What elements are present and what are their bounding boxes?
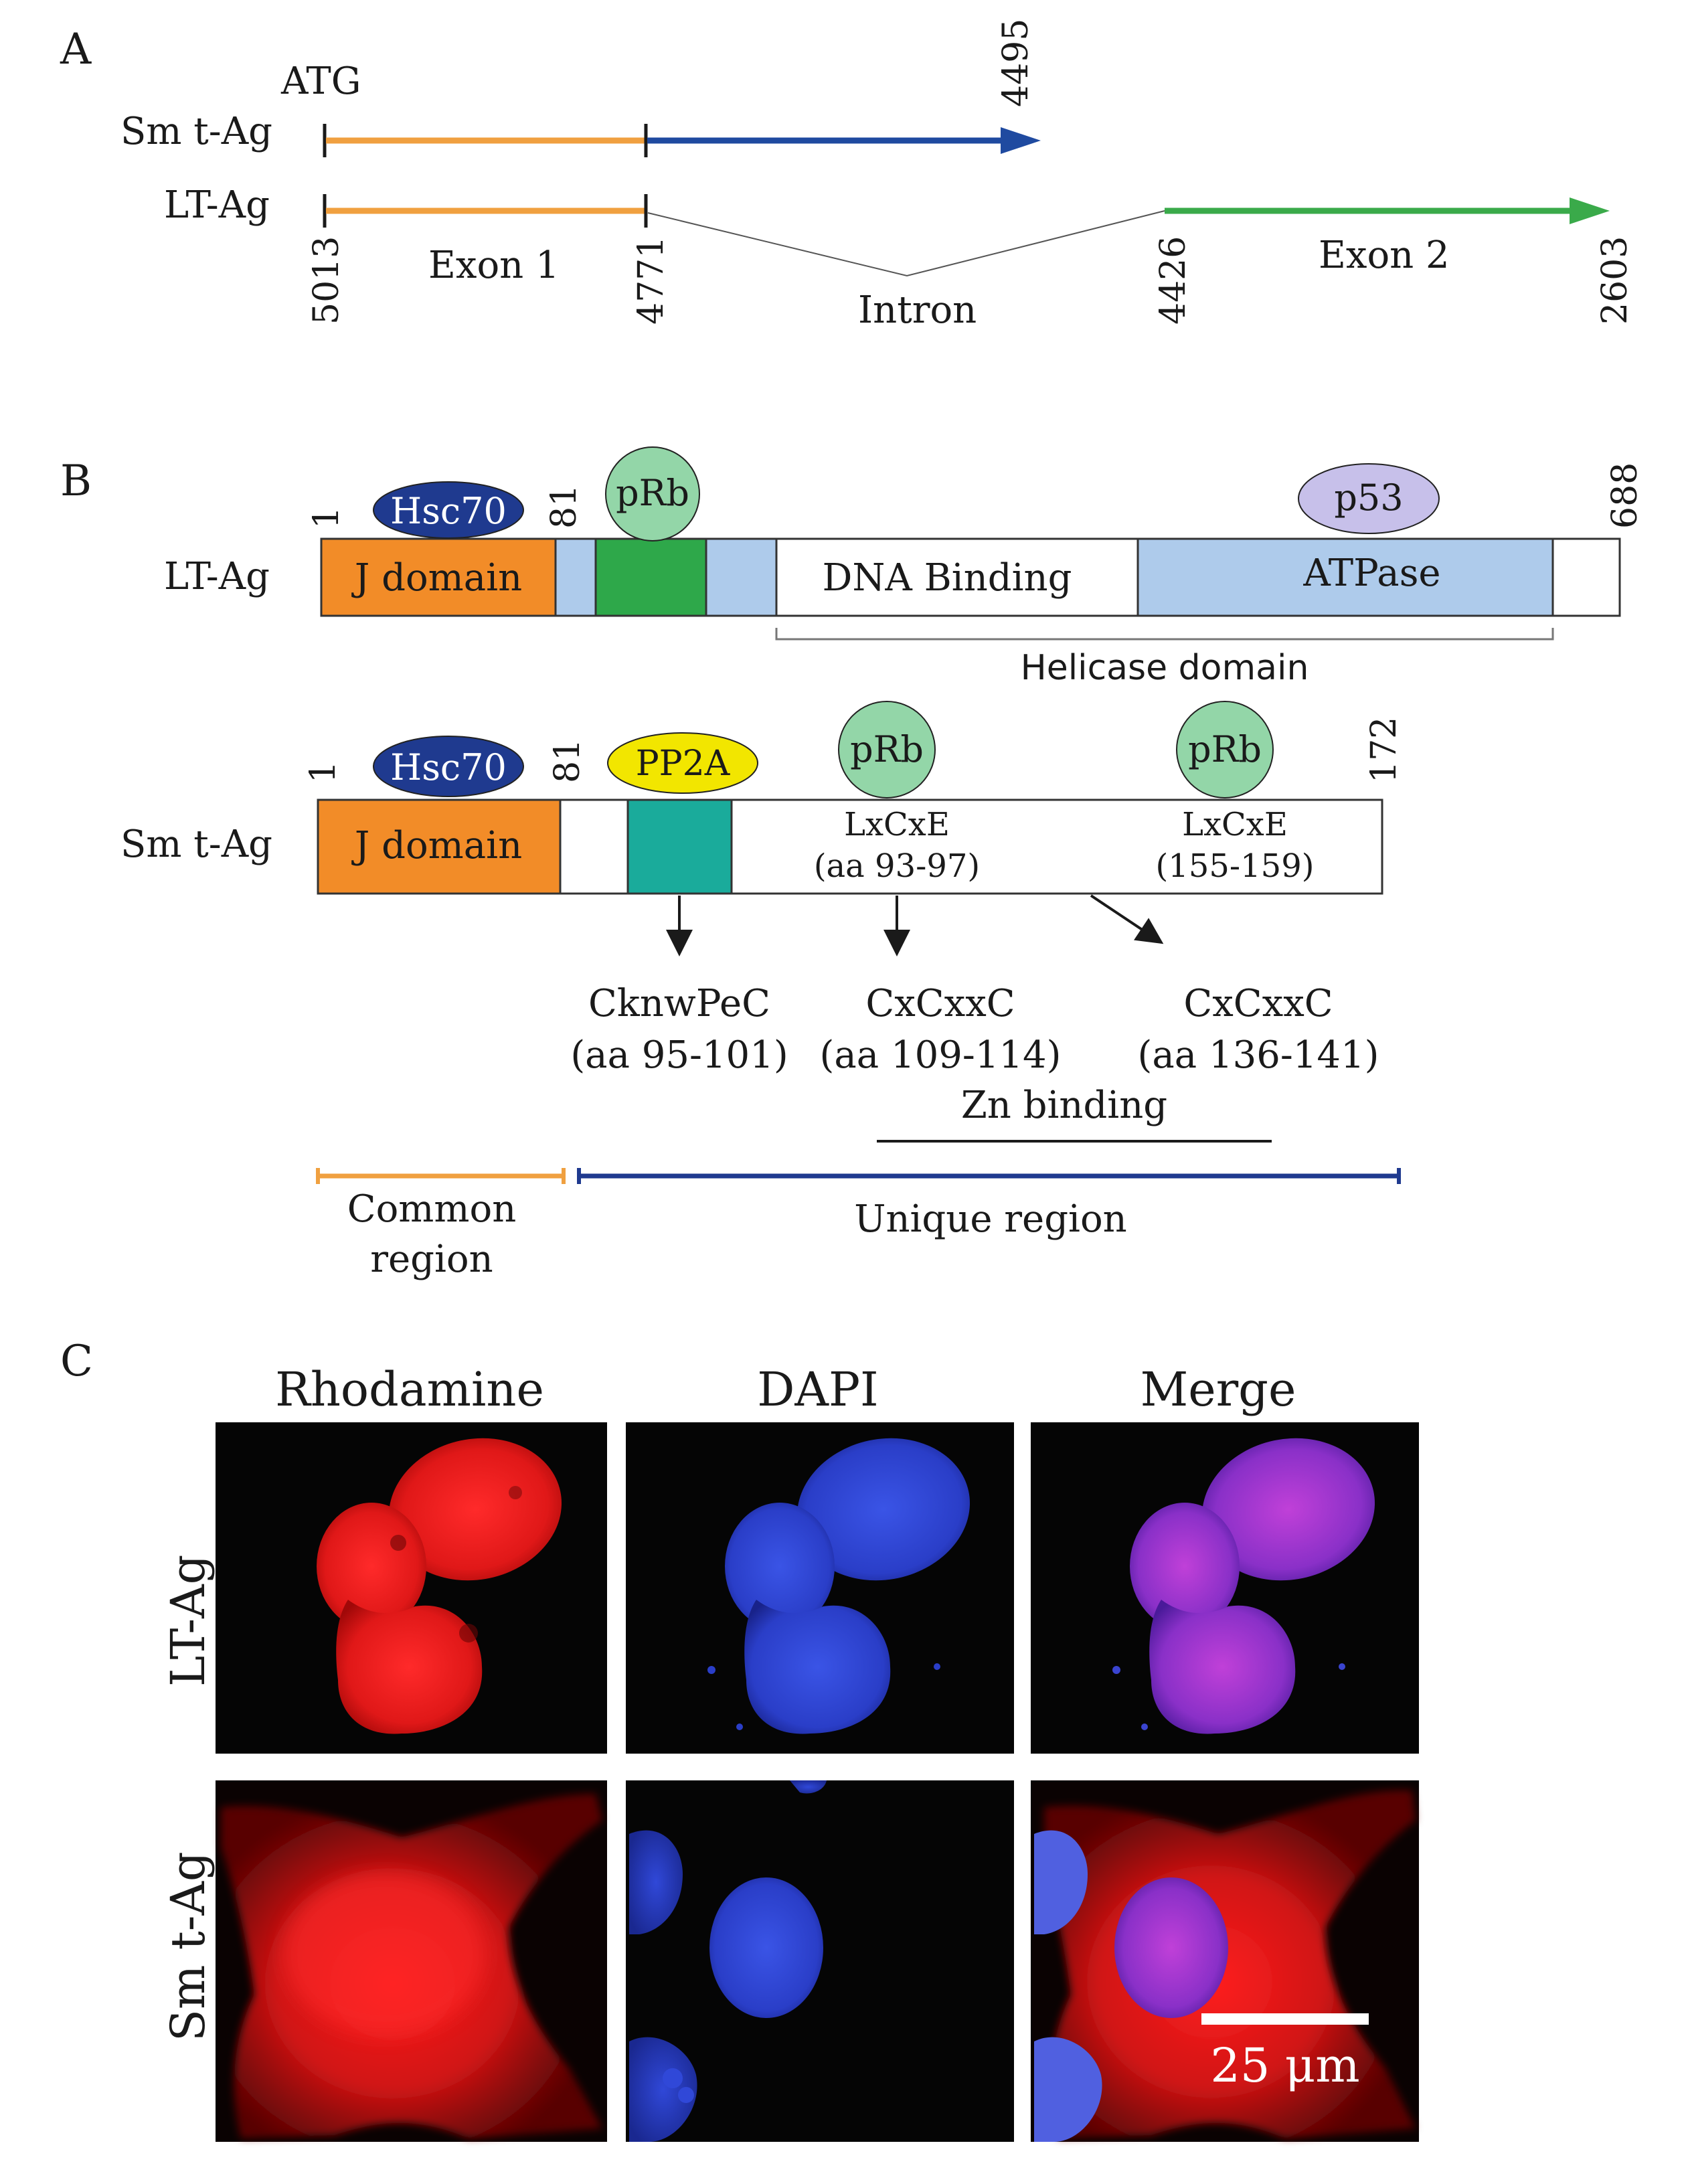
num-4426: 4426 <box>1153 236 1193 325</box>
exon1-label: Exon 1 <box>428 244 560 287</box>
panel-a: A ATG Sm t-Ag LT-Ag 4495 5013 Exon 1 477… <box>60 19 1635 332</box>
lt-spacer-box-1 <box>554 537 597 617</box>
smt-domain-row-label: Sm t-Ag <box>120 823 272 866</box>
helicase-domain-label: Helicase domain <box>1021 648 1309 688</box>
lt-dna-binding-box <box>775 537 1139 617</box>
smt-pp2a-binding-box <box>626 799 733 895</box>
panel-b: B LT-Ag J domain DNA Binding ATPase Hsc7… <box>60 446 1645 1281</box>
smt-tail-arrowhead <box>1001 127 1041 154</box>
micrograph-smt-merge: 25 μm <box>1031 1780 1419 2142</box>
smt-prb1-oval <box>838 701 936 799</box>
smt-pp2a-label: PP2A <box>636 744 731 784</box>
smt-prb1-label: pRb <box>850 728 924 770</box>
smt-j-domain-label: J domain <box>351 824 522 867</box>
lt-domain-row-label: LT-Ag <box>164 555 270 598</box>
smt-lxcxe2-range: (155-159) <box>1156 847 1315 885</box>
smt-start-num: 1 <box>303 761 343 783</box>
micrograph-lt-dapi <box>626 1422 1014 1754</box>
smt-lxcxe1-motif: LxCxE <box>844 806 950 843</box>
col-header-dapi: DAPI <box>757 1362 878 1417</box>
cxcxxc2-motif: CxCxxC <box>1183 982 1333 1025</box>
common-region-line2: region <box>370 1238 493 1281</box>
lt-spacer-box-2 <box>705 537 778 617</box>
col-header-rhodamine: Rhodamine <box>275 1362 544 1417</box>
cknwpec-motif: CknwPeC <box>588 982 770 1025</box>
zn-binding-label: Zn binding <box>961 1084 1167 1127</box>
num-5013: 5013 <box>307 236 347 325</box>
exon2-arrowhead <box>1570 197 1610 224</box>
lt-prb-binding-box <box>594 537 707 617</box>
arrow-to-cxcxxc2 <box>1090 894 1164 944</box>
exon2-label: Exon 2 <box>1319 234 1450 277</box>
intron-line <box>647 210 1165 277</box>
lt-c-terminal-box <box>1551 537 1621 617</box>
row-label-smt: Sm t-Ag <box>161 1851 216 2041</box>
col-header-merge: Merge <box>1141 1362 1296 1417</box>
smt-prb2-oval <box>1176 701 1274 799</box>
smt-row-label: Sm t-Ag <box>120 110 272 153</box>
lt-row-label: LT-Ag <box>164 183 270 227</box>
lt-prb-label: pRb <box>616 472 689 514</box>
lt-prb-oval <box>605 446 700 541</box>
intron-label: Intron <box>858 288 977 332</box>
smt-lxcxe1-range: (aa 93-97) <box>814 847 980 885</box>
smt-lxcxe2-motif: LxCxE <box>1182 806 1288 843</box>
num-2603: 2603 <box>1595 236 1635 325</box>
panel-b-letter: B <box>60 456 92 506</box>
micrograph-smt-dapi <box>626 1780 1014 2142</box>
cknwpec-range: (aa 95-101) <box>570 1033 788 1077</box>
panel-c: C Rhodamine DAPI Merge LT-Ag Sm t-Ag <box>60 1337 1419 2142</box>
lt-j-domain-box <box>320 537 557 617</box>
lt-start-num: 1 <box>307 507 347 529</box>
lt-atpase-label: ATPase <box>1302 552 1440 595</box>
lt-p53-label: p53 <box>1334 477 1403 519</box>
lt-j-end-num: 81 <box>544 485 584 529</box>
cxcxxc1-range: (aa 109-114) <box>820 1033 1062 1077</box>
num-4495: 4495 <box>996 19 1036 107</box>
unique-region-label: Unique region <box>854 1197 1126 1241</box>
smt-end-num: 172 <box>1364 717 1404 783</box>
helicase-bracket <box>775 628 1554 641</box>
row-label-lt: LT-Ag <box>161 1555 216 1687</box>
atg-label: ATG <box>280 60 361 103</box>
smt-j-end-num: 81 <box>547 739 588 783</box>
panel-a-letter: A <box>60 25 92 74</box>
panel-c-letter: C <box>60 1337 93 1386</box>
cxcxxc2-range: (aa 136-141) <box>1138 1033 1379 1077</box>
lt-p53-oval <box>1298 463 1440 534</box>
micrograph-smt-rhodamine <box>216 1780 607 2142</box>
micrograph-lt-rhodamine <box>216 1422 607 1754</box>
scale-bar-label: 25 μm <box>1210 2038 1359 2093</box>
smt-hsc70-label: Hsc70 <box>390 746 507 788</box>
smt-prb2-label: pRb <box>1188 728 1262 770</box>
micrograph-lt-merge <box>1031 1422 1419 1754</box>
scale-bar <box>1201 2013 1369 2025</box>
cxcxxc1-motif: CxCxxC <box>865 982 1015 1025</box>
lt-hsc70-label: Hsc70 <box>390 490 507 532</box>
smt-pp2a-oval <box>607 732 758 794</box>
lt-hsc70-oval <box>373 481 524 539</box>
lt-end-num: 688 <box>1605 463 1645 529</box>
lt-j-domain-label: J domain <box>351 556 522 600</box>
lt-dna-binding-label: DNA Binding <box>823 556 1072 600</box>
smt-hsc70-oval <box>373 736 524 797</box>
num-4771: 4771 <box>631 236 671 325</box>
common-region-line1: Common <box>347 1187 517 1231</box>
